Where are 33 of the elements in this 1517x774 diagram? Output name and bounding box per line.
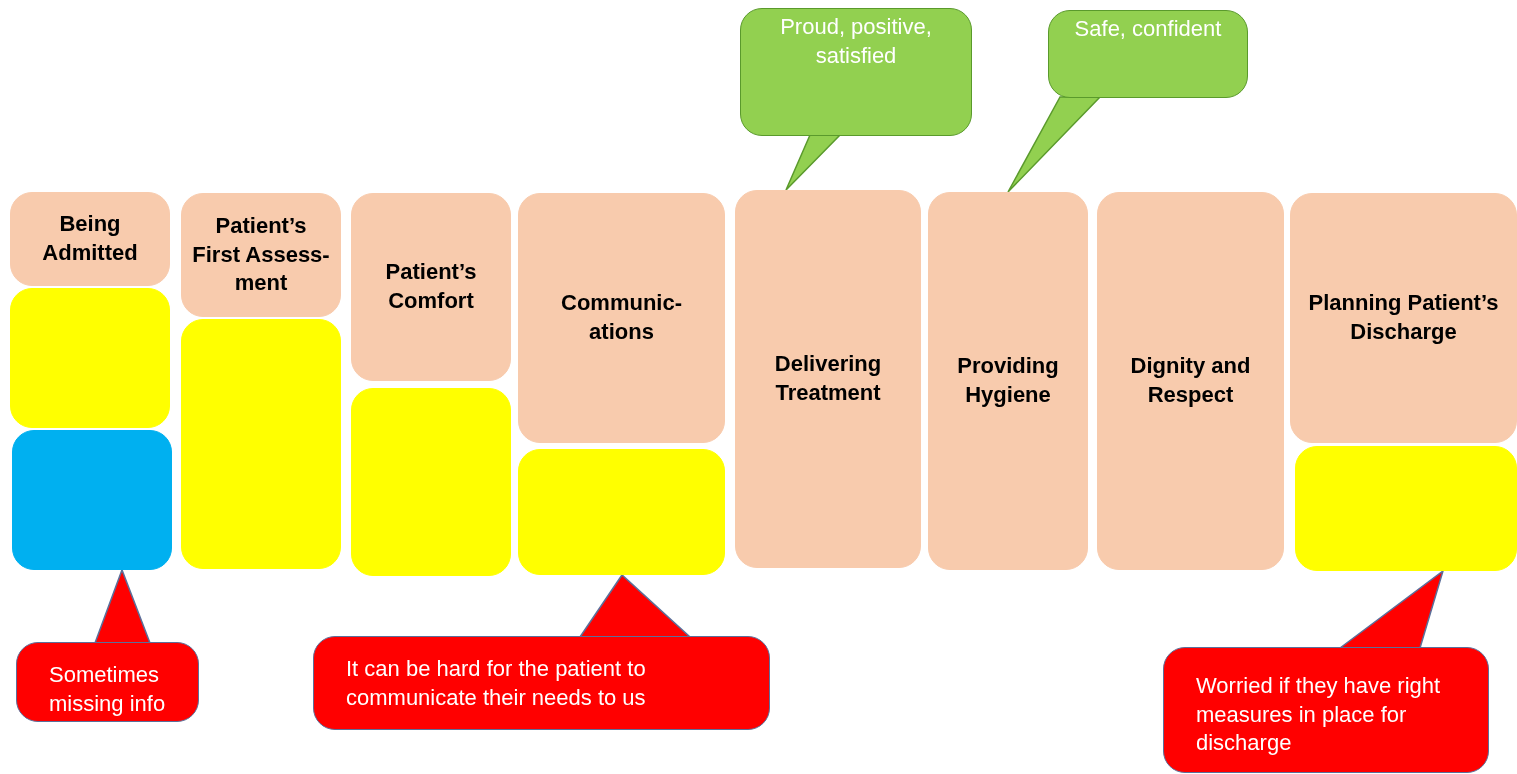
callout-text: Sometimes missing info	[48, 661, 167, 718]
stage-card	[10, 192, 170, 286]
callout-tail	[93, 567, 152, 644]
callout-tail	[785, 134, 842, 191]
empty-card	[1295, 446, 1517, 571]
callout-text: Safe, confident	[1073, 15, 1223, 43]
stage-card	[735, 190, 921, 568]
stage-title: Planning Patient’s Discharge	[1307, 289, 1500, 346]
stage-title: Patient’s Comfort	[384, 258, 478, 315]
empty-card	[10, 288, 170, 428]
stage-card	[181, 193, 341, 317]
stage-card	[1290, 193, 1517, 443]
stage-card	[518, 193, 725, 443]
callout-tail	[578, 573, 692, 638]
callout-bubble	[740, 8, 972, 136]
empty-card	[181, 319, 341, 569]
empty-card	[518, 449, 725, 575]
callout-tail	[1007, 96, 1102, 193]
stage-card	[1097, 192, 1284, 570]
stage-title: Dignity and Respect	[1129, 352, 1252, 409]
stage-card	[351, 193, 511, 381]
callout-text: Worried if they have right measures in place for discharge	[1195, 672, 1442, 758]
stage-title: Providing Hygiene	[956, 352, 1060, 409]
empty-card	[12, 430, 172, 570]
stage-title: Communic-ations	[560, 289, 683, 346]
callout-bubble	[1048, 10, 1248, 98]
stage-card	[928, 192, 1088, 570]
stage-title: Patient’s First Assess-ment	[191, 212, 331, 298]
empty-card	[351, 388, 511, 576]
stage-title: Delivering Treatment	[773, 350, 883, 407]
callout-text: Proud, positive, satisfied	[779, 13, 933, 70]
stage-title: Being Admitted	[41, 210, 139, 267]
callout-text: It can be hard for the patient to communicate their needs to us	[345, 655, 647, 712]
